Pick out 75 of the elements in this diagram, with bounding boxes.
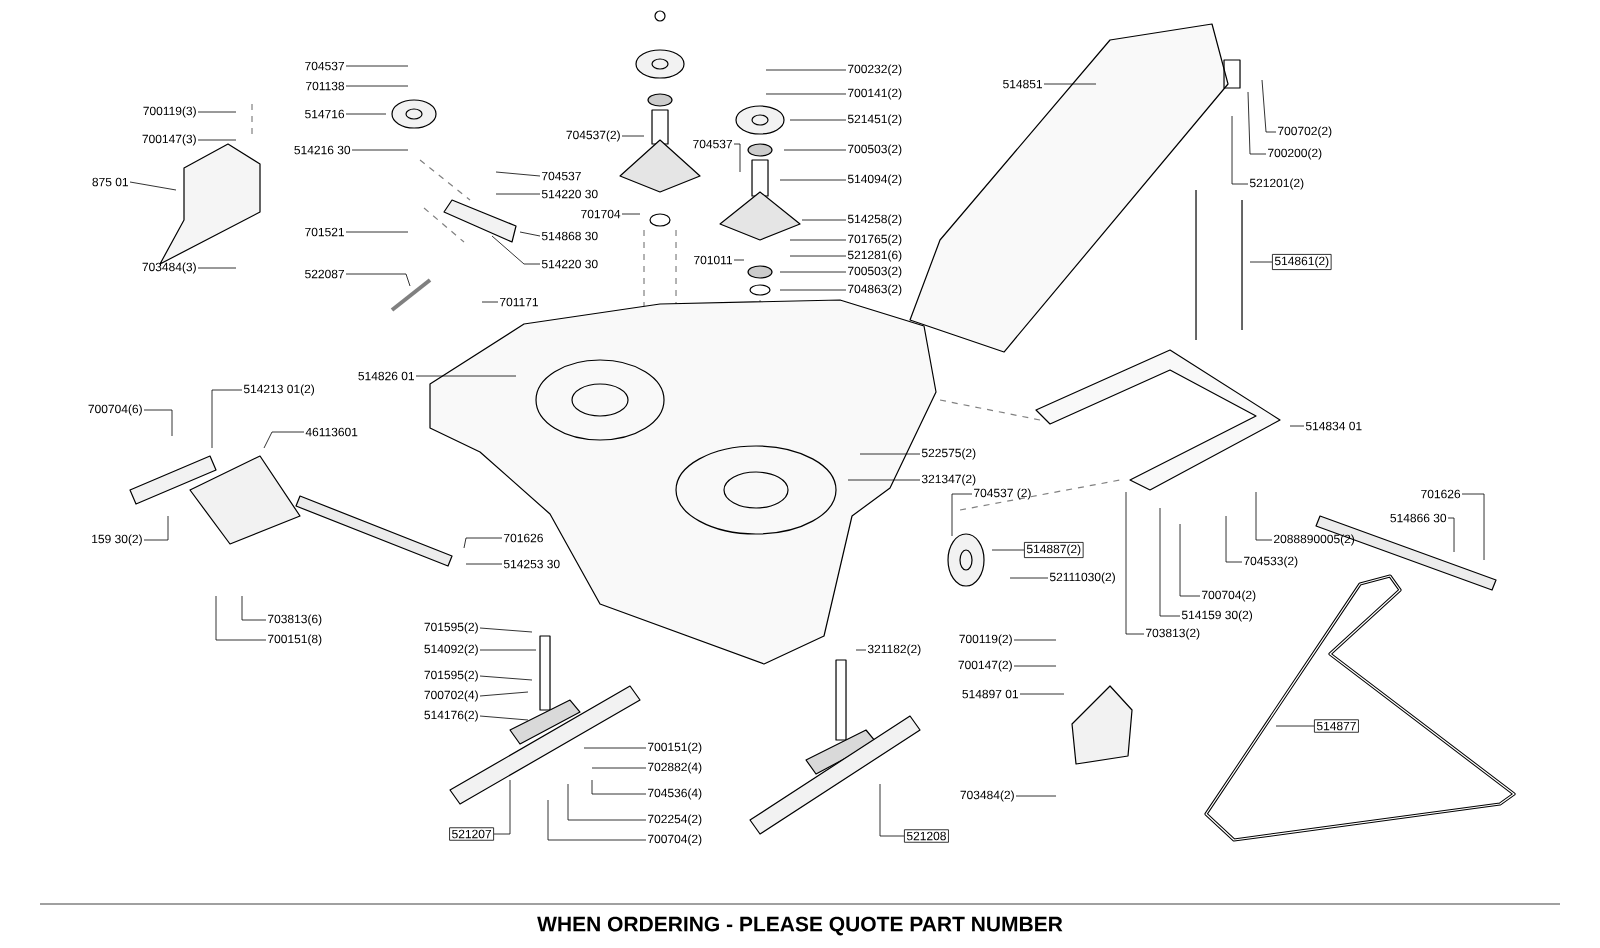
leader-line <box>583 747 647 749</box>
leader-line <box>495 193 541 195</box>
leader-line <box>263 431 305 449</box>
leader-line <box>847 479 921 481</box>
leader-line <box>733 259 745 261</box>
leader-line <box>591 767 647 769</box>
leader-line <box>855 649 867 651</box>
leader-line <box>465 563 503 565</box>
leader-line <box>1019 693 1065 695</box>
leader-line <box>1231 115 1249 185</box>
leader-line <box>493 779 511 835</box>
leader-line <box>345 273 411 287</box>
leader-line <box>779 271 847 273</box>
leader-line <box>783 149 847 151</box>
leader-line <box>991 549 1025 551</box>
leader-line <box>345 65 409 67</box>
leader-line <box>1289 425 1305 427</box>
leader-line <box>519 231 541 237</box>
leader-line <box>143 515 169 541</box>
leader-line <box>1275 725 1315 727</box>
caption: WHEN ORDERING - PLEASE QUOTE PART NUMBER <box>537 916 1063 936</box>
leader-line <box>479 715 529 721</box>
leader-line <box>345 113 387 115</box>
leader-line <box>1447 517 1455 553</box>
leader-line <box>197 267 237 269</box>
leader-line <box>801 219 847 221</box>
leader-line <box>779 179 847 181</box>
leader-line <box>591 779 647 795</box>
leader-line <box>765 69 847 71</box>
leader-line <box>345 231 409 233</box>
leader-line <box>1043 83 1097 85</box>
leader-line <box>879 783 905 837</box>
leader-line <box>1013 639 1057 641</box>
leader-line <box>1255 491 1273 541</box>
leader-line <box>479 649 537 651</box>
leader-line <box>143 409 173 437</box>
leader-line <box>1179 523 1201 597</box>
leader-line <box>479 691 529 697</box>
leader-line <box>621 213 641 215</box>
leader-line <box>215 595 267 641</box>
leader-line <box>345 85 409 87</box>
leader-line <box>1015 795 1057 797</box>
leader-line <box>351 149 409 151</box>
leader-line <box>789 239 847 241</box>
leader-line <box>197 111 237 113</box>
leader-line <box>1261 79 1277 133</box>
leader-line <box>733 143 741 173</box>
leader-line <box>211 389 243 449</box>
leader-line <box>479 627 533 633</box>
leader-line <box>1461 493 1485 561</box>
leader-line <box>1247 91 1267 155</box>
leader-line <box>1249 261 1273 263</box>
leader-line <box>197 139 237 141</box>
leader-line <box>481 301 499 303</box>
leader-line <box>479 675 533 681</box>
leader-line <box>129 181 177 191</box>
leader-line <box>779 289 847 291</box>
leader-line <box>951 493 973 537</box>
leader-line <box>1009 577 1049 579</box>
leader-line <box>789 255 847 257</box>
leader-line <box>789 119 847 121</box>
leader-line <box>765 93 847 95</box>
leader-line <box>1159 507 1181 617</box>
leader-line <box>491 235 541 265</box>
leader-line <box>547 799 647 841</box>
leader-line <box>1225 515 1243 563</box>
leader-line <box>621 135 645 137</box>
leader-line <box>463 537 503 549</box>
leader-line <box>241 595 267 621</box>
leader-line <box>495 171 541 177</box>
leader-line <box>1013 665 1057 667</box>
leader-line <box>859 453 921 455</box>
leader-line <box>415 375 517 377</box>
leader-line <box>1125 491 1145 635</box>
leader-line <box>567 783 647 821</box>
